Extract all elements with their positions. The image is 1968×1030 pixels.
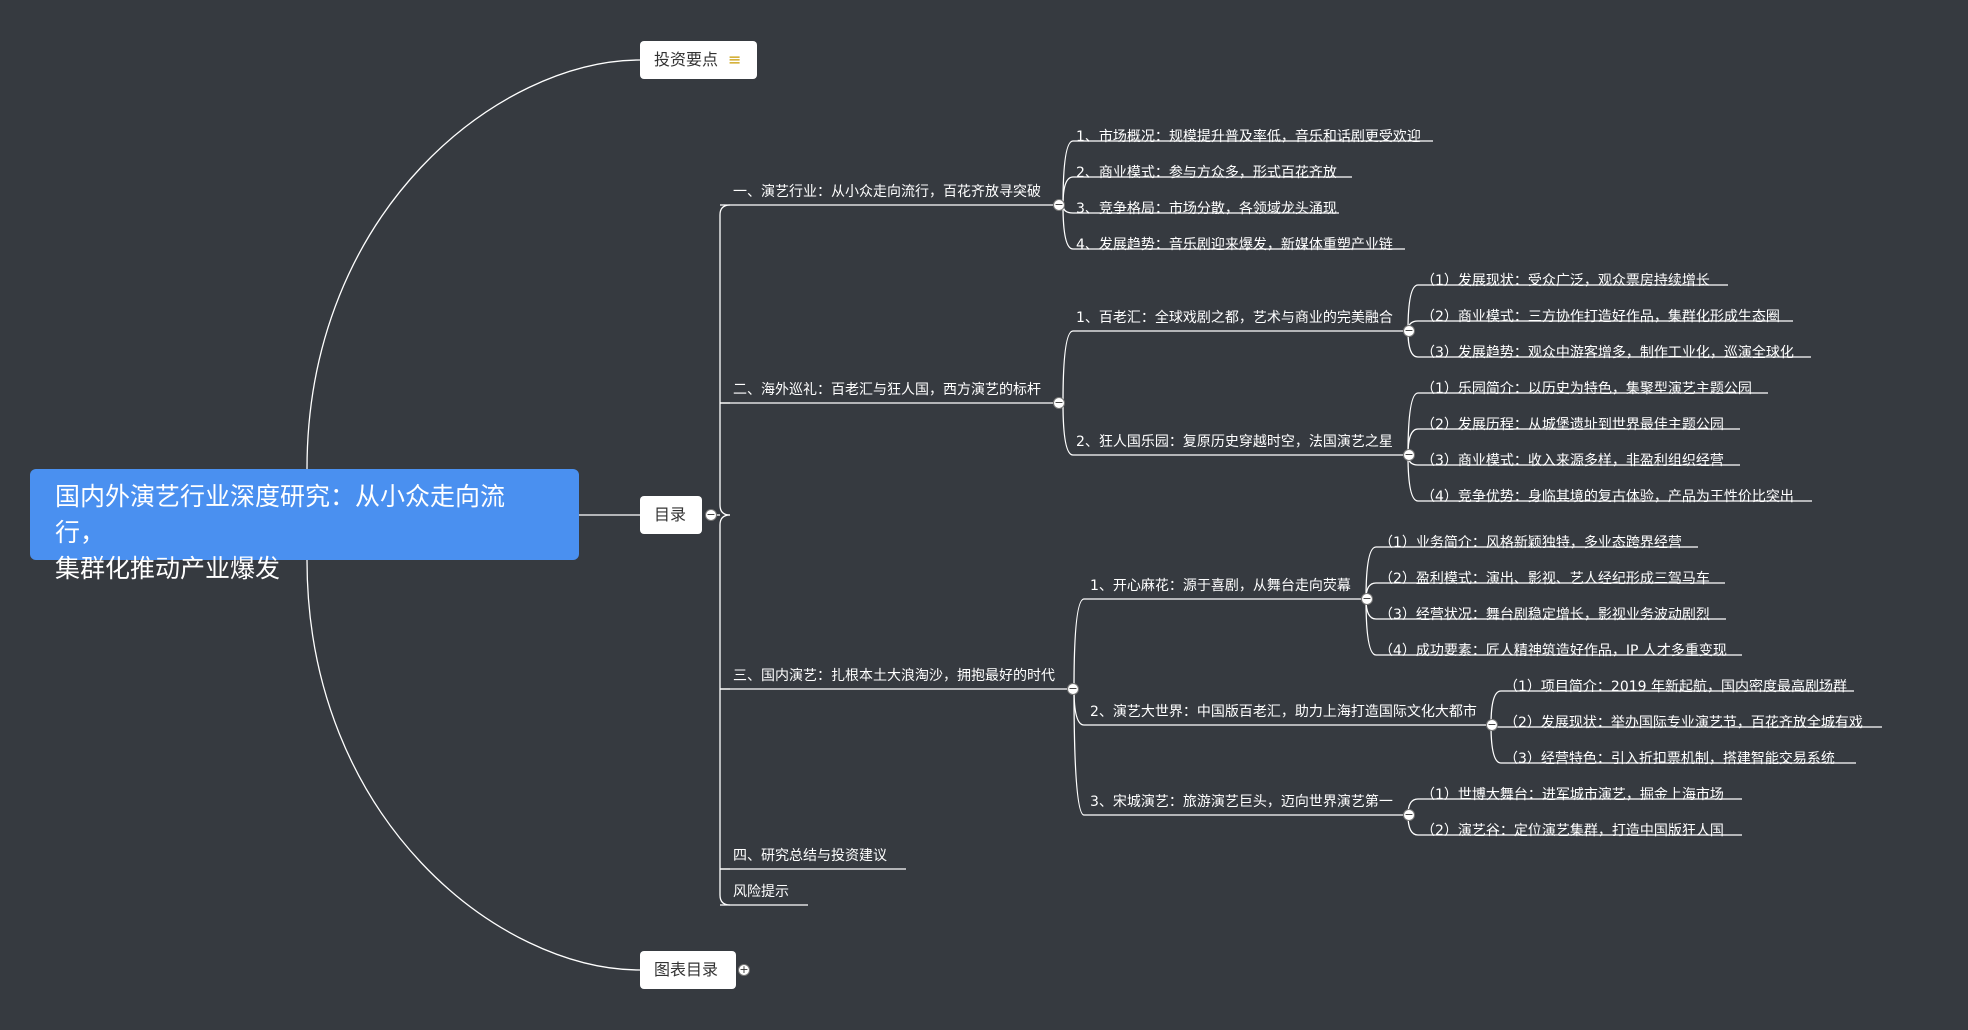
s3a-item[interactable]: （2）盈利模式：演出、影视、艺人经纪形成三驾马车 — [1379, 571, 1710, 587]
notes-icon[interactable]: ≡ — [728, 50, 742, 69]
s2-collapse-toggle[interactable]: − — [1053, 396, 1065, 409]
toc-collapse-toggle[interactable]: − — [705, 508, 717, 521]
s3b-item[interactable]: （3）经营特色：引入折扣票机制，搭建智能交易系统 — [1504, 751, 1835, 767]
charts-toc-node[interactable]: 图表目录 — [640, 951, 736, 989]
s1-item[interactable]: 3、竞争格局：市场分散，各领域龙头涌现 — [1076, 201, 1337, 217]
s1-item[interactable]: 2、商业模式：参与方众多，形式百花齐放 — [1076, 165, 1337, 181]
s1-item[interactable]: 1、市场概况：规模提升普及率低，音乐和话剧更受欢迎 — [1076, 129, 1421, 145]
s2a-collapse-toggle[interactable]: − — [1403, 324, 1415, 337]
s2a-item[interactable]: （3）发展趋势：观众中游客增多，制作工业化，巡演全球化 — [1421, 345, 1794, 361]
s3b-item[interactable]: （1）项目简介：2019 年新起航，国内密度最高剧场群 — [1504, 679, 1847, 695]
charts-expand-toggle[interactable]: + — [738, 963, 750, 976]
s3c-item[interactable]: （2）演艺谷：定位演艺集群，打造中国版狂人国 — [1421, 823, 1724, 839]
investment-points-node[interactable]: 投资要点 ≡ — [640, 41, 757, 79]
s2b-item[interactable]: （3）商业模式：收入来源多样，非盈利组织经营 — [1421, 453, 1724, 469]
section-2[interactable]: 二、海外巡礼：百老汇与狂人国，西方演艺的标杆 — [733, 382, 1041, 398]
section-3[interactable]: 三、国内演艺：扎根本土大浪淘沙，拥抱最好的时代 — [733, 668, 1055, 684]
section-4[interactable]: 四、研究总结与投资建议 — [733, 848, 887, 864]
s2-sub-broadway[interactable]: 1、百老汇：全球戏剧之都，艺术与商业的完美融合 — [1076, 310, 1393, 326]
s2-sub-puy-du-fou[interactable]: 2、狂人国乐园：复原历史穿越时空，法国演艺之星 — [1076, 434, 1393, 450]
s3b-item[interactable]: （2）发展现状：举办国际专业演艺节，百花齐放全城有戏 — [1504, 715, 1863, 731]
s2b-collapse-toggle[interactable]: − — [1403, 448, 1415, 461]
s2a-item[interactable]: （2）商业模式：三方协作打造好作品，集群化形成生态圈 — [1421, 309, 1780, 325]
s3-collapse-toggle[interactable]: − — [1067, 682, 1079, 695]
root-title-line1: 国内外演艺行业深度研究：从小众走向流行， — [55, 482, 506, 547]
s3b-collapse-toggle[interactable]: − — [1486, 718, 1498, 731]
root-topic[interactable]: 国内外演艺行业深度研究：从小众走向流行， 集群化推动产业爆发 — [30, 469, 579, 583]
s3a-item[interactable]: （4）成功要素：匠人精神筑造好作品，IP 人才多重变现 — [1379, 643, 1727, 659]
s3-sub-mahua[interactable]: 1、开心麻花：源于喜剧，从舞台走向荧幕 — [1090, 578, 1351, 594]
s3a-item[interactable]: （3）经营状况：舞台剧稳定增长，影视业务波动剧烈 — [1379, 607, 1710, 623]
s3a-item[interactable]: （1）业务简介：风格新颖独特，多业态跨界经营 — [1379, 535, 1682, 551]
s3c-collapse-toggle[interactable]: − — [1403, 808, 1415, 821]
s2b-item[interactable]: （2）发展历程：从城堡遗址到世界最佳主题公园 — [1421, 417, 1724, 433]
root-title-line2: 集群化推动产业爆发 — [55, 554, 281, 583]
section-1[interactable]: 一、演艺行业：从小众走向流行，百花齐放寻突破 — [733, 184, 1041, 200]
investment-points-label: 投资要点 — [654, 50, 719, 69]
toc-label: 目录 — [654, 505, 687, 524]
toc-node[interactable]: 目录 — [640, 496, 702, 534]
s1-item[interactable]: 4、发展趋势：音乐剧迎来爆发，新媒体重塑产业链 — [1076, 237, 1393, 253]
s2b-item[interactable]: （1）乐园简介：以历史为特色，集聚型演艺主题公园 — [1421, 381, 1752, 397]
s3-sub-songcheng[interactable]: 3、宋城演艺：旅游演艺巨头，迈向世界演艺第一 — [1090, 794, 1393, 810]
section-5[interactable]: 风险提示 — [733, 884, 789, 900]
s3a-collapse-toggle[interactable]: − — [1361, 592, 1373, 605]
s3-sub-performing-world[interactable]: 2、演艺大世界：中国版百老汇，助力上海打造国际文化大都市 — [1090, 704, 1477, 720]
charts-toc-label: 图表目录 — [654, 960, 719, 979]
s3c-item[interactable]: （1）世博大舞台：进军城市演艺，掘金上海市场 — [1421, 787, 1724, 803]
s1-collapse-toggle[interactable]: − — [1053, 198, 1065, 211]
s2a-item[interactable]: （1）发展现状：受众广泛，观众票房持续增长 — [1421, 273, 1710, 289]
s2b-item[interactable]: （4）竞争优势：身临其境的复古体验，产品为王性价比突出 — [1421, 489, 1794, 505]
